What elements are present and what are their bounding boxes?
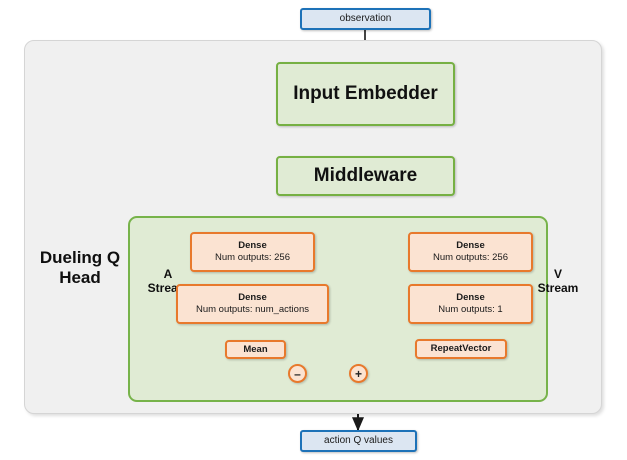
- observation-label: observation: [339, 12, 392, 24]
- middleware-label: Middleware: [313, 165, 418, 187]
- subtract-operator-label: –: [294, 366, 301, 381]
- action-q-values-label: action Q values: [324, 434, 393, 446]
- add-operator-label: +: [354, 366, 362, 381]
- v-stream-dense-256-title: Dense: [456, 240, 485, 252]
- a-stream-dense-256-title: Dense: [238, 240, 267, 252]
- a-stream-dense-256-node[interactable]: Dense Num outputs: 256: [190, 232, 315, 272]
- v-stream-dense-1-node[interactable]: Dense Num outputs: 1: [408, 284, 533, 324]
- a-stream-dense-256-subtitle: Num outputs: 256: [215, 252, 290, 263]
- middleware-node[interactable]: Middleware: [276, 156, 455, 196]
- action-q-values-node[interactable]: action Q values: [300, 430, 417, 452]
- input-embedder-node[interactable]: Input Embedder: [276, 62, 455, 126]
- a-stream-dense-numactions-subtitle: Num outputs: num_actions: [195, 304, 309, 315]
- input-embedder-label: Input Embedder: [293, 83, 438, 105]
- add-operator-node[interactable]: +: [349, 364, 368, 383]
- mean-node[interactable]: Mean: [225, 340, 286, 359]
- observation-node[interactable]: observation: [300, 8, 431, 30]
- v-stream-label: V Stream: [537, 267, 579, 296]
- a-stream-dense-numactions-node[interactable]: Dense Num outputs: num_actions: [176, 284, 329, 324]
- subtract-operator-node[interactable]: –: [288, 364, 307, 383]
- v-stream-dense-1-title: Dense: [456, 292, 485, 304]
- mean-label: Mean: [243, 343, 268, 355]
- dueling-q-head-label: Dueling Q Head: [39, 248, 121, 288]
- v-stream-dense-256-subtitle: Num outputs: 256: [433, 252, 508, 263]
- repeatvector-node[interactable]: RepeatVector: [415, 339, 507, 359]
- v-stream-dense-256-node[interactable]: Dense Num outputs: 256: [408, 232, 533, 272]
- a-stream-dense-numactions-title: Dense: [238, 292, 267, 304]
- repeatvector-label: RepeatVector: [430, 343, 492, 355]
- v-stream-dense-1-subtitle: Num outputs: 1: [438, 304, 503, 315]
